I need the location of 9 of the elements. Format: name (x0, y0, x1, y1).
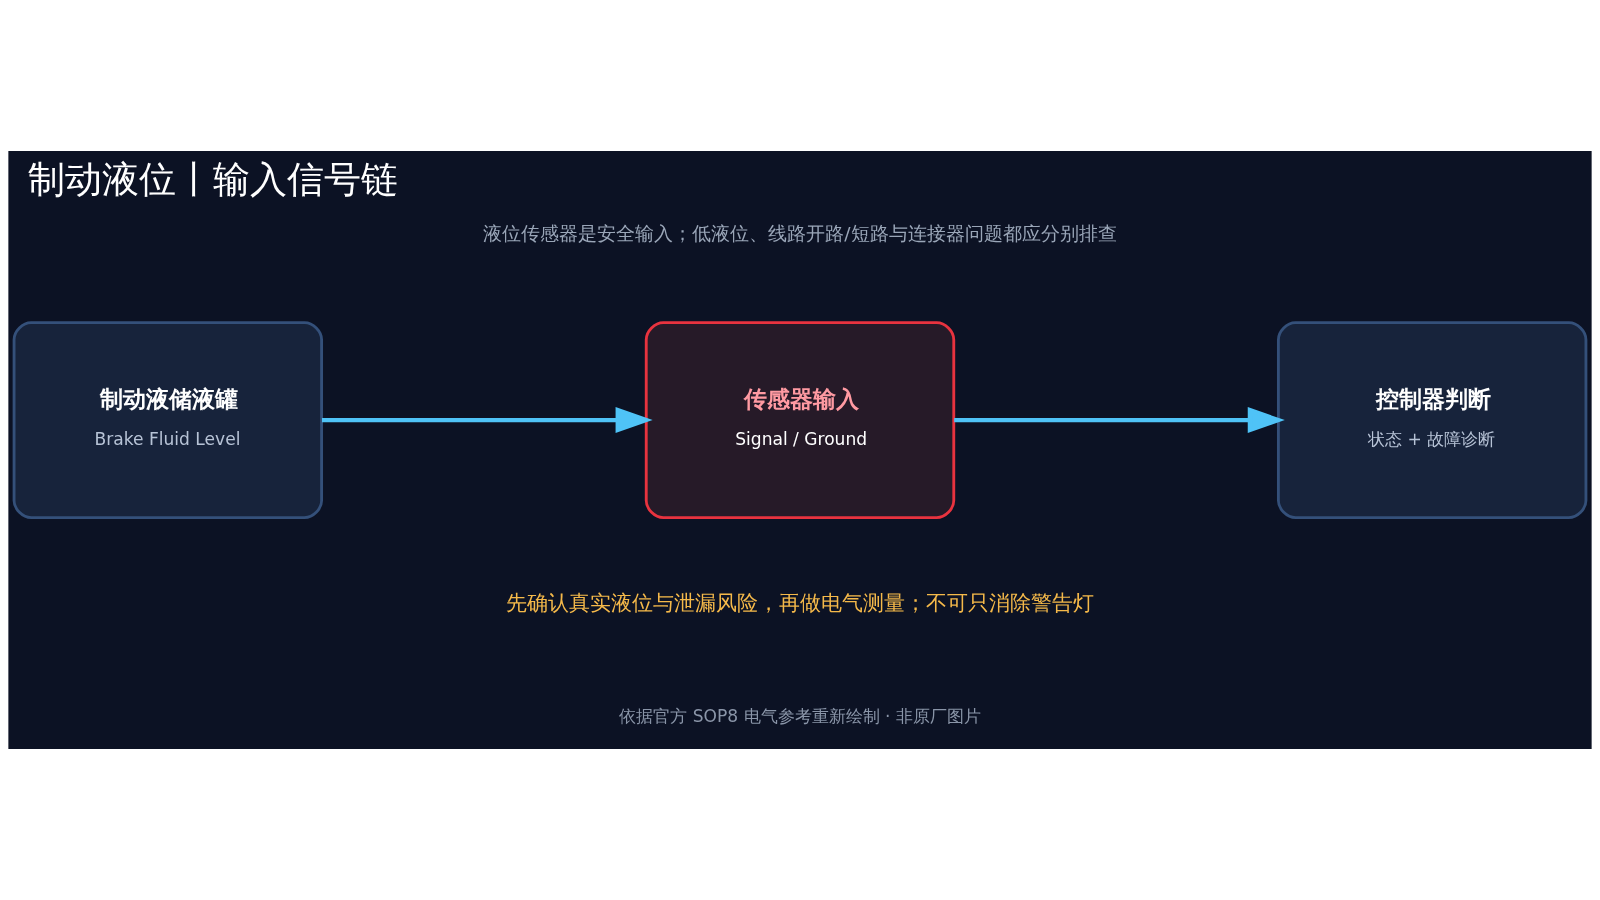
arrow (954, 407, 1285, 434)
label: 液位传感器是安全输入；低液位、线路开路/短路与连接器问题都应分别排查 (483, 222, 1117, 244)
node-box: 传感器输入 Signal / Ground (644, 321, 956, 520)
node-box: 控制器判断 状态 + 故障诊断 (1276, 321, 1588, 520)
label: 依据官方 SOP8 电气参考重新绘制 · 非原厂图片 (619, 706, 981, 727)
label: 先确认真实液位与泄漏风险，再做电气测量；不可只消除警告灯 (506, 590, 1094, 616)
arrow (322, 407, 653, 434)
node-box: 制动液储液罐 Brake Fluid Level (12, 321, 324, 520)
diagram-title: 制动液位丨输入信号链 (27, 158, 398, 202)
